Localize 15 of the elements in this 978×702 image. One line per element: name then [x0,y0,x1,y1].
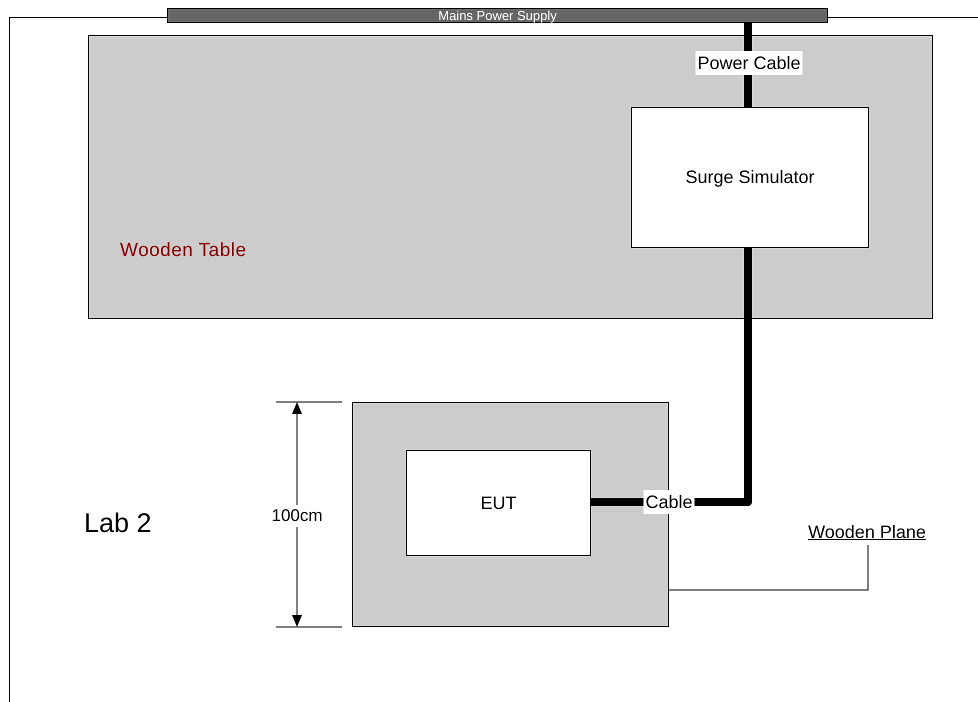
edge-label: Cable [643,490,695,514]
supply-bar [167,8,828,23]
node-text: Surge Simulator [685,166,815,189]
node-text: Wooden Table [120,239,246,263]
dimension-label: 100cm [271,505,323,527]
table-box [88,35,933,319]
eut-box [406,450,591,556]
simulator-box [631,107,869,248]
node-text: EUT [480,492,516,514]
cable-line [591,248,752,506]
edge-label: Power Cable [695,51,803,75]
lab-label: Lab 2 [84,510,152,537]
leader-line [668,544,868,590]
node-text: Mains Power Supply [438,9,557,22]
node-text: Wooden Plane [808,520,926,544]
